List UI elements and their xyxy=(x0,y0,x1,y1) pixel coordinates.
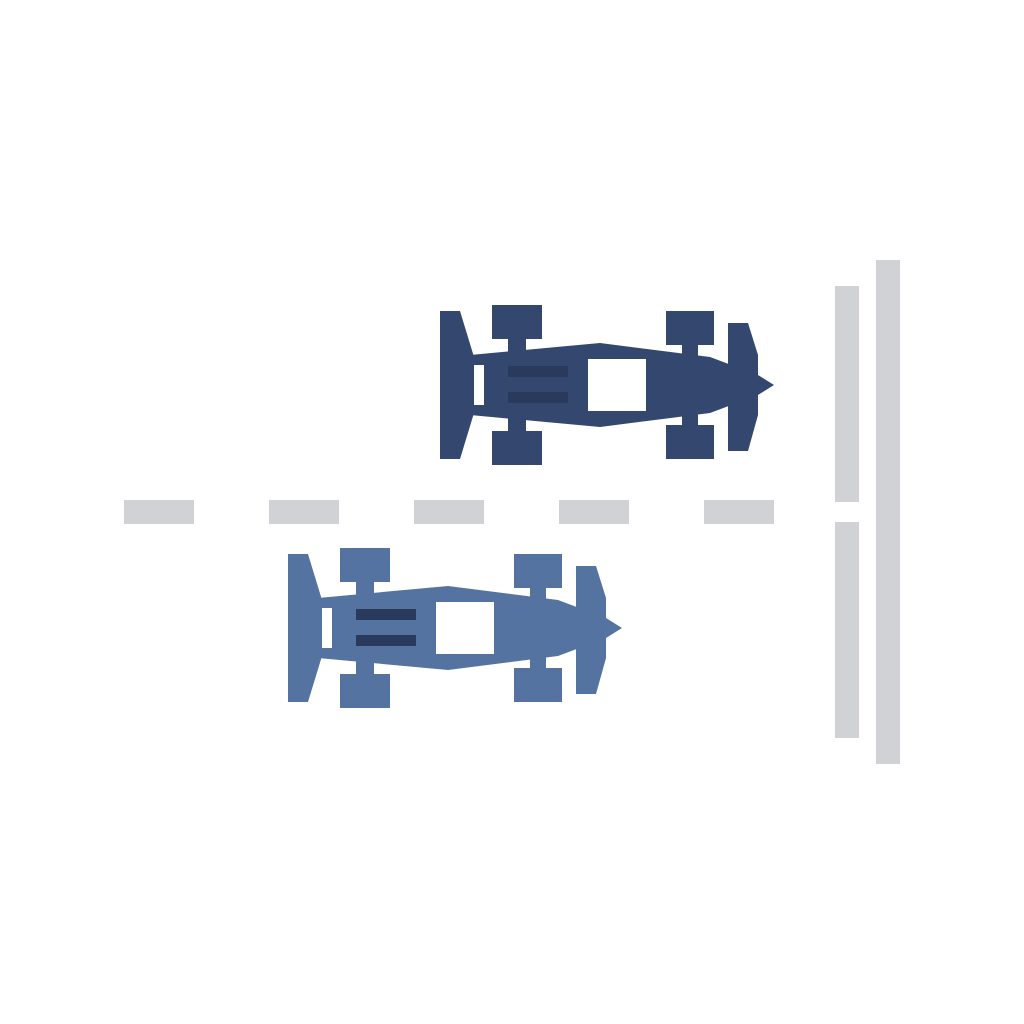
formula-race-car-icon xyxy=(288,548,622,708)
lane-dash xyxy=(414,500,484,524)
car-rear-slot xyxy=(474,365,484,405)
car-stripe xyxy=(508,366,568,377)
car-rear-slot xyxy=(322,608,332,648)
car-stripe xyxy=(356,635,416,646)
car-stripe xyxy=(356,609,416,620)
lane-dash xyxy=(704,500,774,524)
car-cockpit xyxy=(436,602,494,654)
car-cockpit xyxy=(588,359,646,411)
formula-race-car-icon xyxy=(440,305,774,465)
finish-line-icon xyxy=(835,260,900,764)
lane-dash xyxy=(559,500,629,524)
lane-dash xyxy=(124,500,194,524)
finish-line-inner-bottom xyxy=(835,522,859,738)
dashed-lane-line-icon xyxy=(124,500,774,524)
finish-line-outer xyxy=(876,260,900,764)
finish-line-inner-top xyxy=(835,286,859,502)
lane-dash xyxy=(269,500,339,524)
car-stripe xyxy=(508,392,568,403)
